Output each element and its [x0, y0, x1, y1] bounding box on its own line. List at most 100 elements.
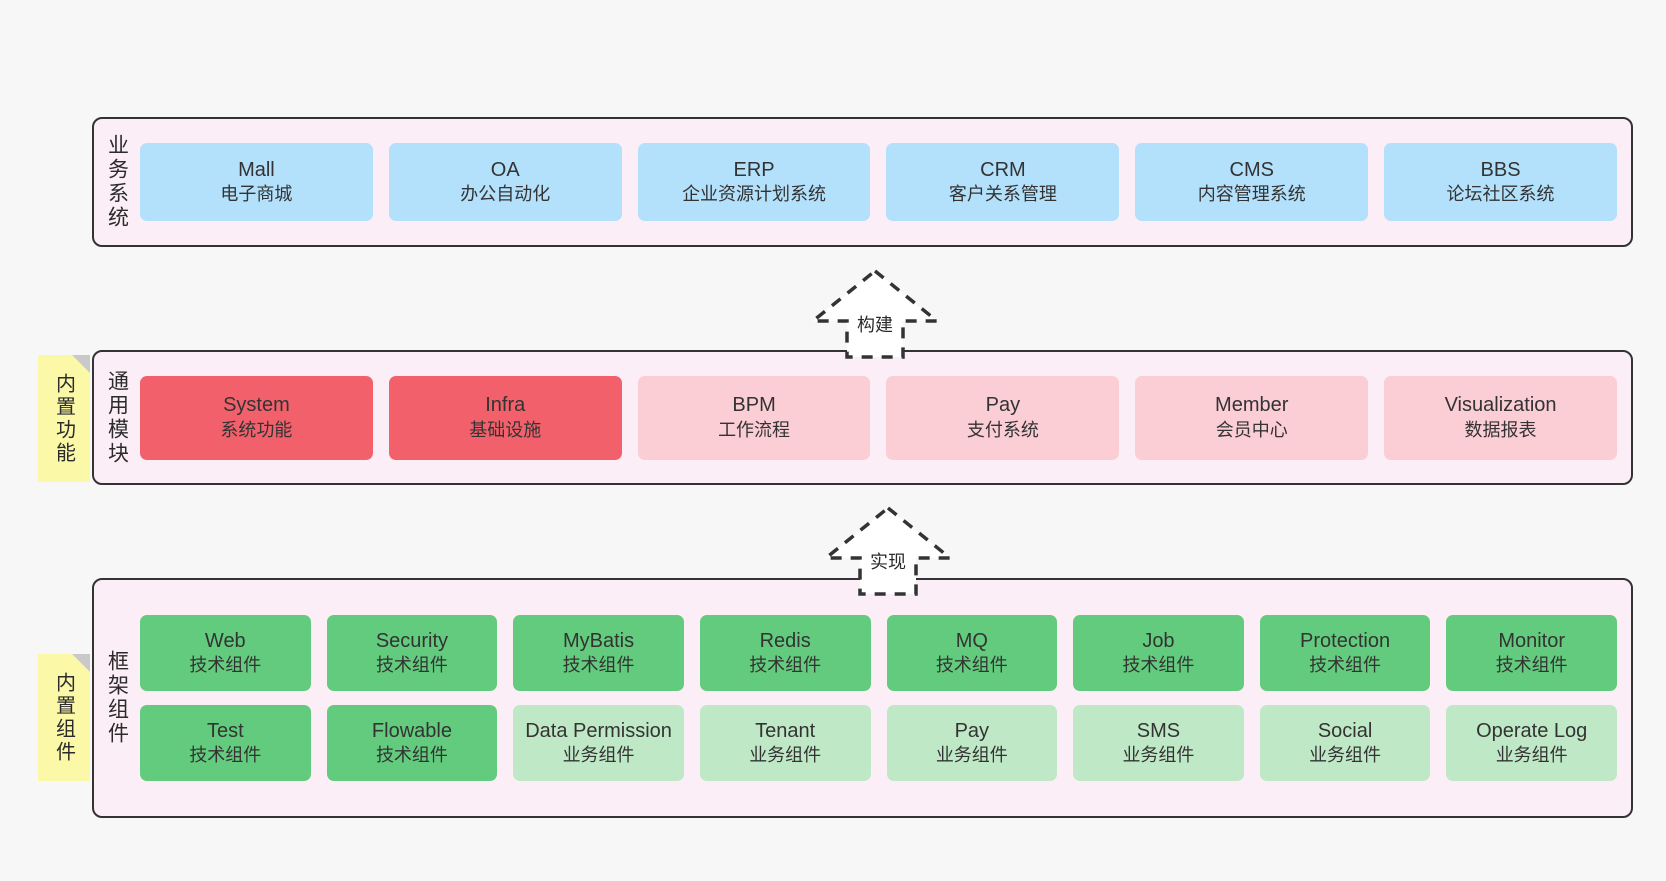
framework-card-monitor[interactable]: Monitor 技术组件 [1446, 615, 1617, 691]
note-builtin-features: 内置功能 [38, 355, 90, 482]
card-title: Flowable [371, 719, 452, 742]
card-subtitle: 系统功能 [220, 419, 293, 440]
card-subtitle: 技术组件 [189, 655, 262, 676]
framework-card-redis[interactable]: Redis 技术组件 [699, 615, 871, 691]
framework-card-flowable[interactable]: Flowable 技术组件 [326, 705, 498, 781]
card-subtitle: 会员中心 [1215, 419, 1288, 440]
card-title: Security [375, 629, 449, 652]
card-title: Monitor [1498, 629, 1566, 652]
card-subtitle: 技术组件 [189, 745, 262, 766]
layer-common-modules-title: 通用模块 [105, 369, 129, 466]
card-title: ERP [733, 158, 775, 181]
note-builtin-components: 内置组件 [38, 654, 90, 781]
framework-card-security[interactable]: Security 技术组件 [326, 615, 498, 691]
layer-business-system: 业务系统 Mall 电子商城 OA 办公自动化 ERP 企业资源计划系统 CRM… [92, 117, 1633, 247]
card-title: Job [1142, 629, 1175, 652]
card-subtitle: 技术组件 [375, 745, 448, 766]
card-title: Redis [759, 629, 811, 652]
card-subtitle: 技术组件 [1495, 655, 1568, 676]
module-card-bpm[interactable]: BPM 工作流程 [637, 375, 871, 460]
card-title: Pay [985, 394, 1021, 417]
business-card-mall[interactable]: Mall 电子商城 [140, 143, 373, 221]
module-card-row: System 系统功能 Infra 基础设施 BPM 工作流程 Pay 支付系统… [140, 375, 1617, 460]
module-card-system[interactable]: System 系统功能 [140, 375, 373, 460]
card-title: MyBatis [563, 629, 635, 652]
card-title: BBS [1480, 158, 1521, 181]
card-subtitle: 业务组件 [749, 745, 822, 766]
card-subtitle: 业务组件 [1495, 745, 1568, 766]
layer-framework-components: 框架组件 Web 技术组件 Security 技术组件 MyBatis 技术组件 [92, 578, 1633, 818]
framework-card-sms[interactable]: SMS 业务组件 [1073, 705, 1244, 781]
card-subtitle: 电子商城 [220, 184, 293, 205]
framework-card-operate-log[interactable]: Operate Log 业务组件 [1446, 705, 1617, 781]
note-fold-corner [72, 355, 90, 373]
card-subtitle: 业务组件 [562, 745, 635, 766]
card-title: Tenant [755, 719, 816, 742]
card-subtitle: 业务组件 [935, 745, 1008, 766]
note-fold-corner [72, 654, 90, 672]
layer-common-modules: 通用模块 System 系统功能 Infra 基础设施 BPM 工作流程 Pay… [92, 350, 1633, 485]
layer-business-system-body: Mall 电子商城 OA 办公自动化 ERP 企业资源计划系统 CRM 客户关系… [140, 119, 1631, 245]
layer-framework-components-title: 框架组件 [105, 650, 129, 746]
framework-card-test[interactable]: Test 技术组件 [140, 705, 311, 781]
card-title: SMS [1136, 719, 1181, 742]
framework-card-mq[interactable]: MQ 技术组件 [886, 615, 1058, 691]
framework-card-pay[interactable]: Pay 业务组件 [886, 705, 1058, 781]
card-title: MQ [955, 629, 988, 652]
business-card-crm[interactable]: CRM 客户关系管理 [886, 143, 1120, 221]
layer-business-system-title: 业务系统 [105, 134, 129, 230]
connector-implement: 实现 [808, 502, 968, 597]
card-title: Mall [238, 158, 275, 181]
card-subtitle: 业务组件 [1122, 745, 1195, 766]
card-subtitle: 技术组件 [749, 655, 822, 676]
card-subtitle: 支付系统 [966, 419, 1039, 440]
card-subtitle: 基础设施 [469, 419, 542, 440]
framework-card-tenant[interactable]: Tenant 业务组件 [699, 705, 871, 781]
card-subtitle: 论坛社区系统 [1446, 184, 1555, 205]
card-title: Test [206, 719, 244, 742]
framework-row-business: Test 技术组件 Flowable 技术组件 Data Permission … [140, 705, 1617, 781]
framework-card-web[interactable]: Web 技术组件 [140, 615, 311, 691]
module-card-member[interactable]: Member 会员中心 [1135, 375, 1369, 460]
business-card-row: Mall 电子商城 OA 办公自动化 ERP 企业资源计划系统 CRM 客户关系… [140, 143, 1617, 221]
framework-card-mybatis[interactable]: MyBatis 技术组件 [513, 615, 684, 691]
module-card-visualization[interactable]: Visualization 数据报表 [1384, 375, 1617, 460]
card-title: Protection [1300, 629, 1391, 652]
note-builtin-components-label: 内置组件 [52, 671, 75, 764]
connector-build: 构建 [795, 265, 955, 360]
business-card-oa[interactable]: OA 办公自动化 [388, 143, 622, 221]
connector-build-label: 构建 [857, 315, 893, 335]
framework-card-protection[interactable]: Protection 技术组件 [1259, 615, 1431, 691]
framework-card-data-permission[interactable]: Data Permission 业务组件 [513, 705, 684, 781]
card-title: Pay [954, 719, 990, 742]
module-card-infra[interactable]: Infra 基础设施 [388, 375, 622, 460]
layer-common-modules-body: System 系统功能 Infra 基础设施 BPM 工作流程 Pay 支付系统… [140, 352, 1631, 483]
business-card-bbs[interactable]: BBS 论坛社区系统 [1384, 143, 1617, 221]
card-subtitle: 技术组件 [375, 655, 448, 676]
business-card-cms[interactable]: CMS 内容管理系统 [1135, 143, 1369, 221]
note-builtin-features-label: 内置功能 [52, 372, 75, 465]
card-subtitle: 内容管理系统 [1197, 184, 1306, 205]
layer-framework-components-body: Web 技术组件 Security 技术组件 MyBatis 技术组件 Redi… [140, 580, 1631, 816]
framework-row-tech: Web 技术组件 Security 技术组件 MyBatis 技术组件 Redi… [140, 615, 1617, 691]
card-title: Member [1215, 394, 1289, 417]
card-title: CRM [980, 158, 1026, 181]
business-card-erp[interactable]: ERP 企业资源计划系统 [637, 143, 871, 221]
module-card-pay[interactable]: Pay 支付系统 [886, 375, 1120, 460]
card-title: Infra [485, 394, 526, 417]
framework-card-social[interactable]: Social 业务组件 [1259, 705, 1431, 781]
card-title: BPM [732, 394, 776, 417]
connector-implement-label: 实现 [870, 552, 906, 572]
card-title: Visualization [1444, 394, 1557, 417]
card-subtitle: 技术组件 [935, 655, 1008, 676]
card-title: OA [490, 158, 520, 181]
card-subtitle: 技术组件 [562, 655, 635, 676]
card-title: Data Permission [525, 719, 672, 742]
card-title: Operate Log [1476, 719, 1588, 742]
card-title: CMS [1229, 158, 1274, 181]
card-subtitle: 业务组件 [1309, 745, 1382, 766]
framework-card-grid: Web 技术组件 Security 技术组件 MyBatis 技术组件 Redi… [140, 615, 1617, 781]
framework-card-job[interactable]: Job 技术组件 [1073, 615, 1244, 691]
card-title: Social [1317, 719, 1373, 742]
